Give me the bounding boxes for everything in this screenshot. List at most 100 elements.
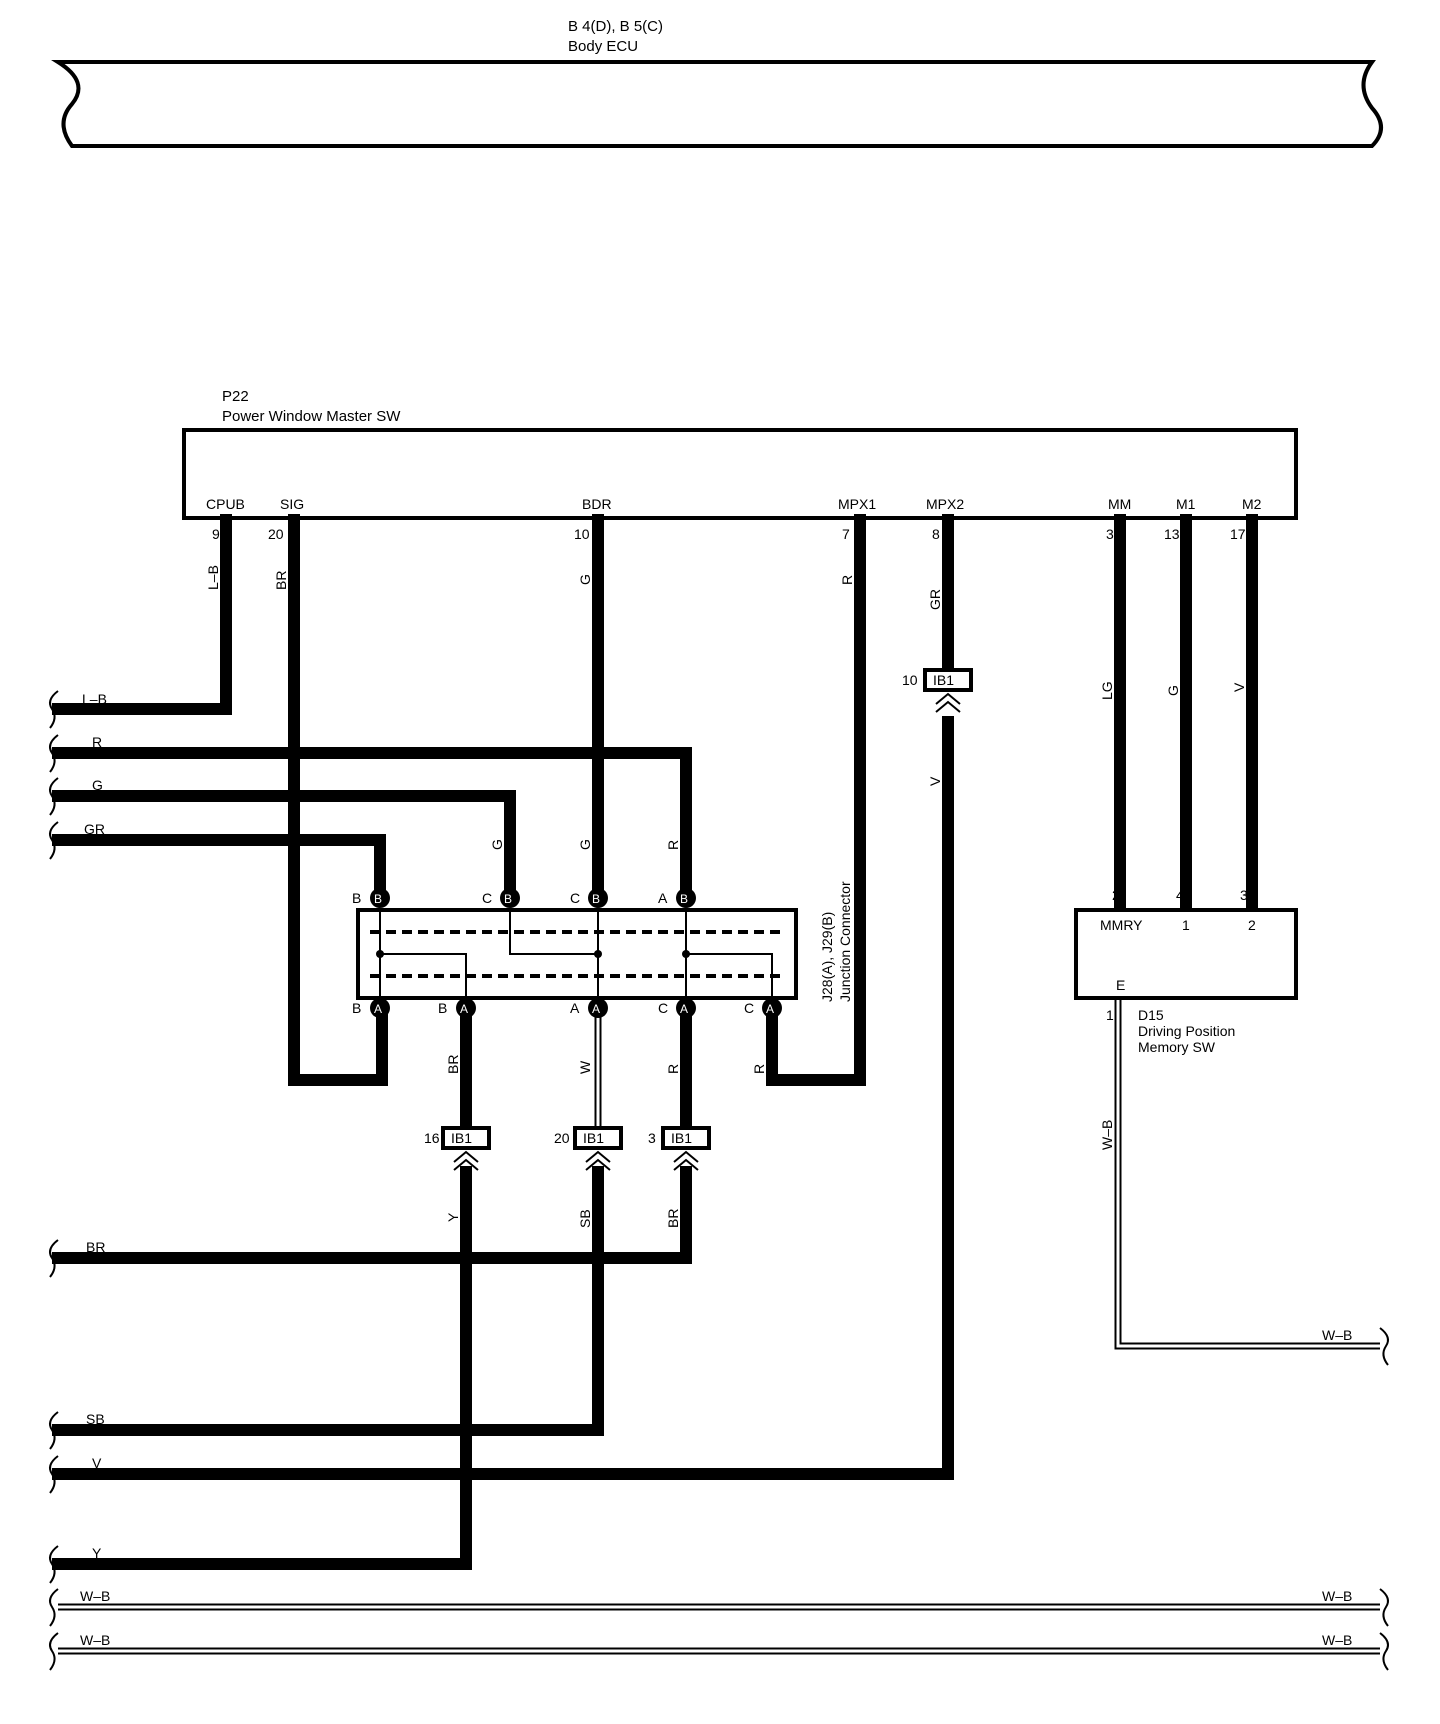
svg-text:3: 3 xyxy=(648,1130,656,1146)
memsw-code: D15 xyxy=(1138,1007,1164,1023)
ib1-wire-y: Y xyxy=(445,1212,461,1222)
svg-text:C: C xyxy=(570,890,580,906)
pin-mpx1: 7 xyxy=(842,526,850,542)
wire-label-r-mpx1: R xyxy=(839,575,855,585)
memsw-term-mmry: MMRY xyxy=(1100,917,1143,933)
ib1-connector-16: IB1 16 xyxy=(424,1126,491,1171)
pin-mpx2: 8 xyxy=(932,526,940,542)
svg-text:B: B xyxy=(592,892,600,906)
wire-label-v-m2: V xyxy=(1231,682,1247,692)
term-cpub: CPUB xyxy=(206,496,245,512)
body-ecu-box xyxy=(51,60,1383,148)
term-sig: SIG xyxy=(280,496,304,512)
memsw-term-e: E xyxy=(1116,977,1125,993)
term-mpx1: MPX1 xyxy=(838,496,876,512)
svg-text:IB1: IB1 xyxy=(583,1130,604,1146)
master-sw-code: P22 xyxy=(222,388,249,405)
ib1-connector-20: IB1 20 xyxy=(554,1126,623,1171)
svg-text:A: A xyxy=(592,1002,600,1016)
svg-text:A: A xyxy=(680,1002,688,1016)
svg-text:A: A xyxy=(766,1002,774,1016)
right-label-wb-memsw: W–B xyxy=(1322,1327,1352,1343)
wire-y xyxy=(52,1166,472,1570)
wire-v xyxy=(52,716,954,1480)
right-break-marks xyxy=(1379,1327,1389,1671)
wire-label-br-sig: BR xyxy=(273,571,289,590)
left-label-wb-1: W–B xyxy=(80,1588,110,1604)
svg-text:B: B xyxy=(374,892,382,906)
memsw-term-1: 1 xyxy=(1182,917,1190,933)
junction-wire-w: W xyxy=(577,1060,593,1074)
ib1-wire-v: V xyxy=(927,776,943,786)
ib1-wire-br: BR xyxy=(665,1209,681,1228)
svg-text:B: B xyxy=(352,1000,361,1016)
junction-name-1: J28(A), J29(B) xyxy=(819,912,835,1002)
wire-r-left xyxy=(52,747,692,896)
term-m1: M1 xyxy=(1176,496,1196,512)
left-label-wb-2: W–B xyxy=(80,1632,110,1648)
svg-text:B: B xyxy=(680,892,688,906)
left-label-g: G xyxy=(92,777,103,793)
svg-text:C: C xyxy=(482,890,492,906)
term-mpx2: MPX2 xyxy=(926,496,964,512)
master-sw-name: Power Window Master SW xyxy=(222,408,401,425)
svg-text:B: B xyxy=(352,890,361,906)
left-label-v: V xyxy=(92,1455,102,1471)
svg-text:16: 16 xyxy=(424,1130,440,1146)
junction-wire-r-1: R xyxy=(665,1064,681,1074)
svg-text:IB1: IB1 xyxy=(933,672,954,688)
left-label-y: Y xyxy=(92,1545,102,1561)
right-label-wb-2: W–B xyxy=(1322,1632,1352,1648)
junction-wire-br: BR xyxy=(445,1055,461,1074)
wire-g-left xyxy=(52,790,516,896)
memsw-pin-e: 1 xyxy=(1106,1007,1114,1023)
junction-wire-r-2: R xyxy=(751,1064,767,1074)
wire-label-lg: LG xyxy=(1099,681,1115,700)
svg-text:IB1: IB1 xyxy=(671,1130,692,1146)
memsw-pin-mmry: 2 xyxy=(1112,887,1120,903)
svg-text:A: A xyxy=(570,1000,580,1016)
left-label-lb: L–B xyxy=(82,691,107,707)
svg-text:10: 10 xyxy=(902,672,918,688)
body-ecu-connectors: B 4(D), B 5(C) xyxy=(568,18,663,35)
left-label-br: BR xyxy=(86,1239,105,1255)
wire-label-g-m1: G xyxy=(1165,685,1181,696)
pin-mm: 3 xyxy=(1106,526,1114,542)
svg-text:IB1: IB1 xyxy=(451,1130,472,1146)
svg-text:B: B xyxy=(504,892,512,906)
wire-label-gr-mpx2: GR xyxy=(927,589,943,610)
wire-br-bottom xyxy=(52,1166,692,1264)
pin-sig: 20 xyxy=(268,526,284,542)
left-label-r: R xyxy=(92,734,102,750)
left-break-marks xyxy=(49,690,59,1671)
svg-text:C: C xyxy=(658,1000,668,1016)
junction-wire-g-1: G xyxy=(489,839,505,850)
left-label-gr: GR xyxy=(84,821,105,837)
wire-gr-left xyxy=(52,834,386,896)
pin-m1: 13 xyxy=(1164,526,1180,542)
ib1-connector-10: IB1 10 xyxy=(902,668,973,713)
master-sw-box xyxy=(182,428,1298,520)
pin-cpub: 9 xyxy=(212,526,220,542)
memsw-term-2: 2 xyxy=(1248,917,1256,933)
svg-text:A: A xyxy=(460,1002,468,1016)
body-ecu-name: Body ECU xyxy=(568,38,638,55)
memsw-wire-wb: W–B xyxy=(1099,1120,1115,1150)
pin-bdr: 10 xyxy=(574,526,590,542)
junction-box xyxy=(356,908,798,1000)
svg-text:C: C xyxy=(744,1000,754,1016)
svg-text:A: A xyxy=(658,890,668,906)
svg-text:20: 20 xyxy=(554,1130,570,1146)
term-mm: MM xyxy=(1108,496,1131,512)
memory-sw-box xyxy=(1074,908,1298,1000)
wire-label-lb: L–B xyxy=(205,565,221,590)
right-label-wb-1: W–B xyxy=(1322,1588,1352,1604)
left-label-sb: SB xyxy=(86,1411,105,1427)
wire-sb xyxy=(52,1166,604,1436)
memsw-name-1: Driving Position xyxy=(1138,1023,1235,1039)
term-bdr: BDR xyxy=(582,496,612,512)
memsw-pin-2: 3 xyxy=(1240,887,1248,903)
junction-wire-g-2: G xyxy=(577,839,593,850)
wire-lb xyxy=(52,514,232,715)
